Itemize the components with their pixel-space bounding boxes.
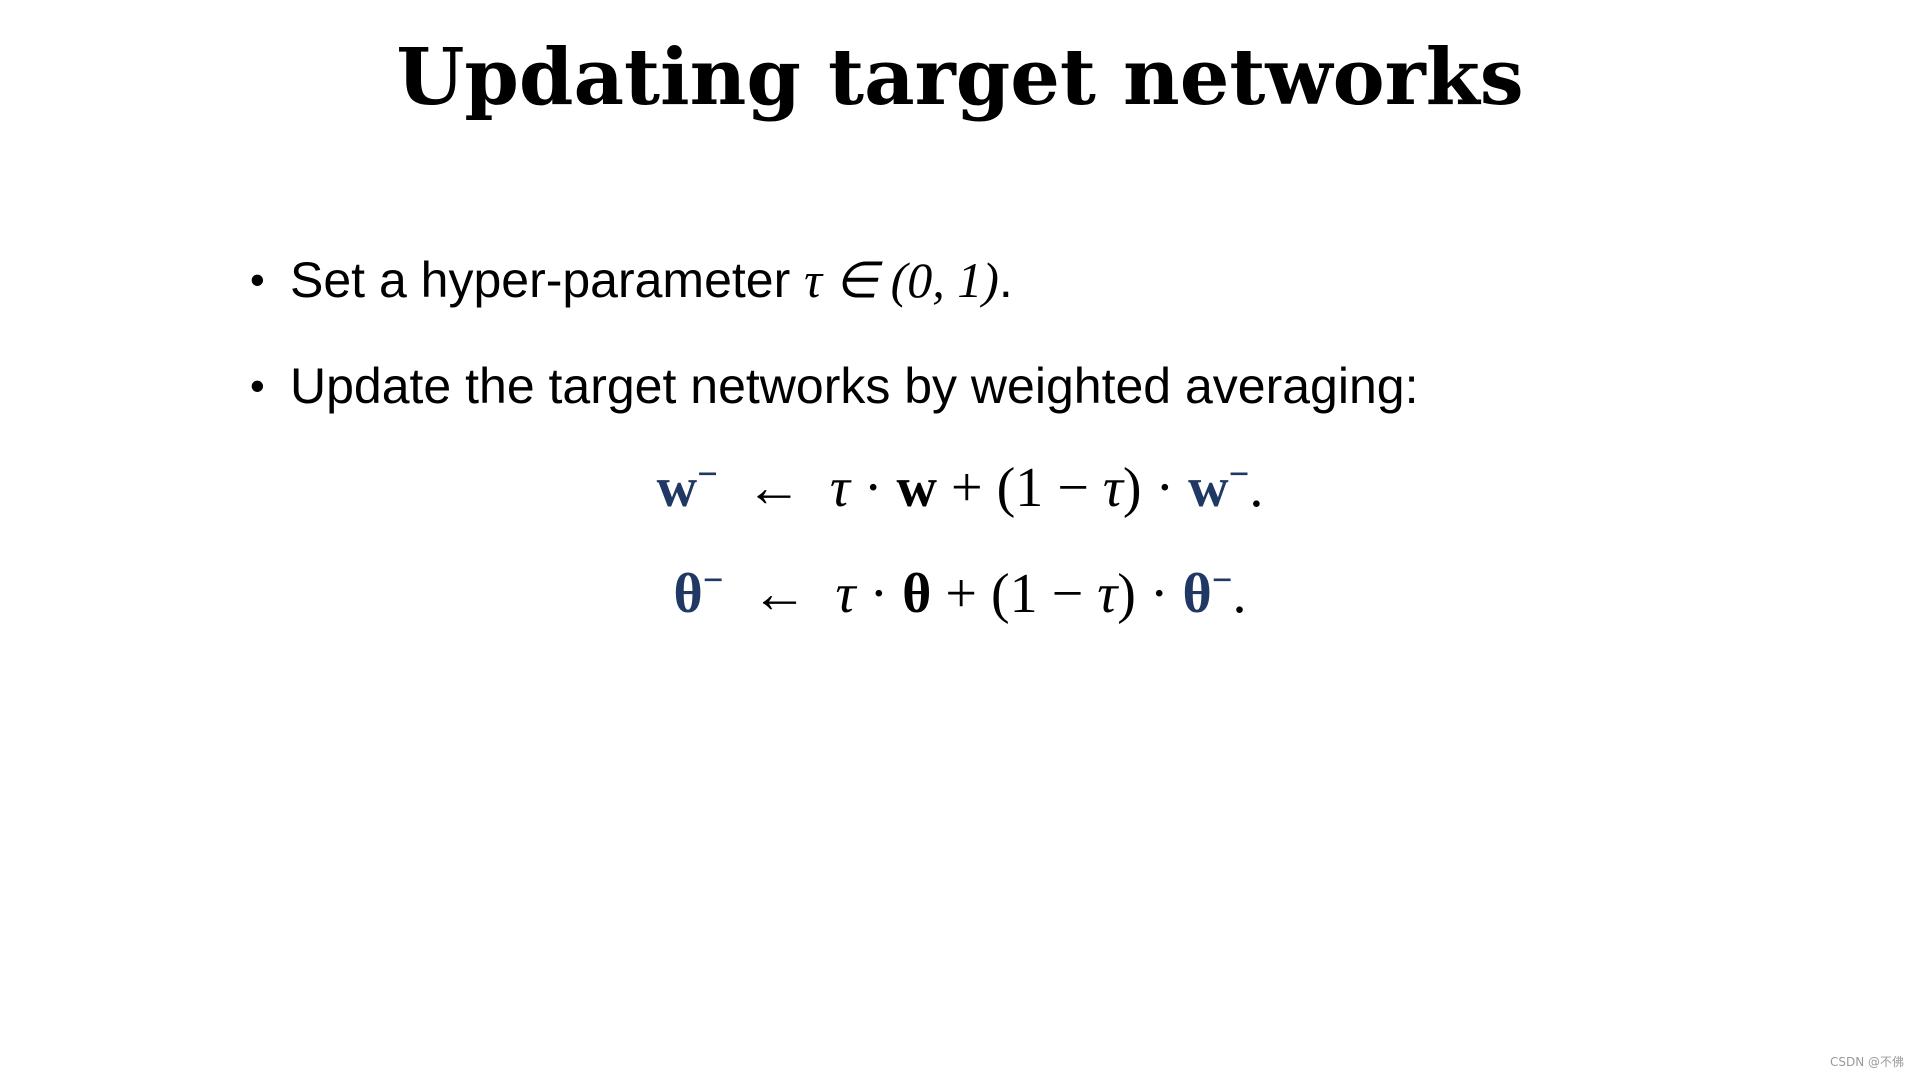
eq-period: . xyxy=(1249,457,1264,519)
eq-lhs-var: w xyxy=(656,457,698,519)
eq-middle: + (1 − xyxy=(937,457,1103,519)
eq-period: . xyxy=(1232,563,1247,625)
eq-tau2: τ xyxy=(1102,457,1123,519)
watermark: CSDN @不佛 xyxy=(1829,1055,1904,1069)
slide-title: Updating target networks xyxy=(396,32,1524,123)
equation-block: w−←τ · w + (1 − τ) · w−. θ−←τ · θ + (1 −… xyxy=(0,448,1920,634)
eq-dot: · xyxy=(863,457,883,519)
eq-dot: · xyxy=(869,563,889,625)
eq-rhs-var: θ xyxy=(1182,563,1212,625)
eq-rhs-sup: − xyxy=(1211,559,1233,600)
eq-tau: τ xyxy=(829,457,850,519)
bullet-dot-icon: • xyxy=(250,256,265,303)
eq-tau: τ xyxy=(835,563,856,625)
eq-bold-var: w xyxy=(896,457,937,519)
eq-lhs-sup: − xyxy=(702,559,724,600)
bullet-text: Update the target networks by weighted a… xyxy=(290,358,1419,414)
eq-rhs-sup: − xyxy=(1228,453,1250,494)
eq-close: ) · xyxy=(1122,457,1175,519)
equation-w-update: w−←τ · w + (1 − τ) · w−. xyxy=(0,448,1920,528)
bullet-list: • Set a hyper-parameter τ ∈ (0, 1). • Up… xyxy=(250,240,1650,426)
eq-middle: + (1 − xyxy=(931,563,1098,625)
eq-rhs-var: w xyxy=(1188,457,1229,519)
bullet-text: Set a hyper-parameter xyxy=(290,252,805,308)
bullet-suffix: . xyxy=(998,252,1013,308)
eq-lhs-sup: − xyxy=(697,453,718,494)
eq-bold-var: θ xyxy=(902,563,932,625)
eq-lhs-var: θ xyxy=(673,563,703,625)
bullet-item-update: • Update the target networks by weighted… xyxy=(250,346,1650,426)
eq-arrow: ← xyxy=(745,457,802,519)
eq-arrow: ← xyxy=(751,563,808,625)
eq-tau2: τ xyxy=(1097,563,1118,625)
bullet-dot-icon: • xyxy=(250,362,265,409)
bullet-math: τ ∈ (0, 1) xyxy=(804,252,999,308)
eq-close: ) · xyxy=(1117,563,1169,625)
equation-theta-update: θ−←τ · θ + (1 − τ) · θ−. xyxy=(0,554,1920,634)
bullet-item-hyperparameter: • Set a hyper-parameter τ ∈ (0, 1). xyxy=(250,240,1650,320)
